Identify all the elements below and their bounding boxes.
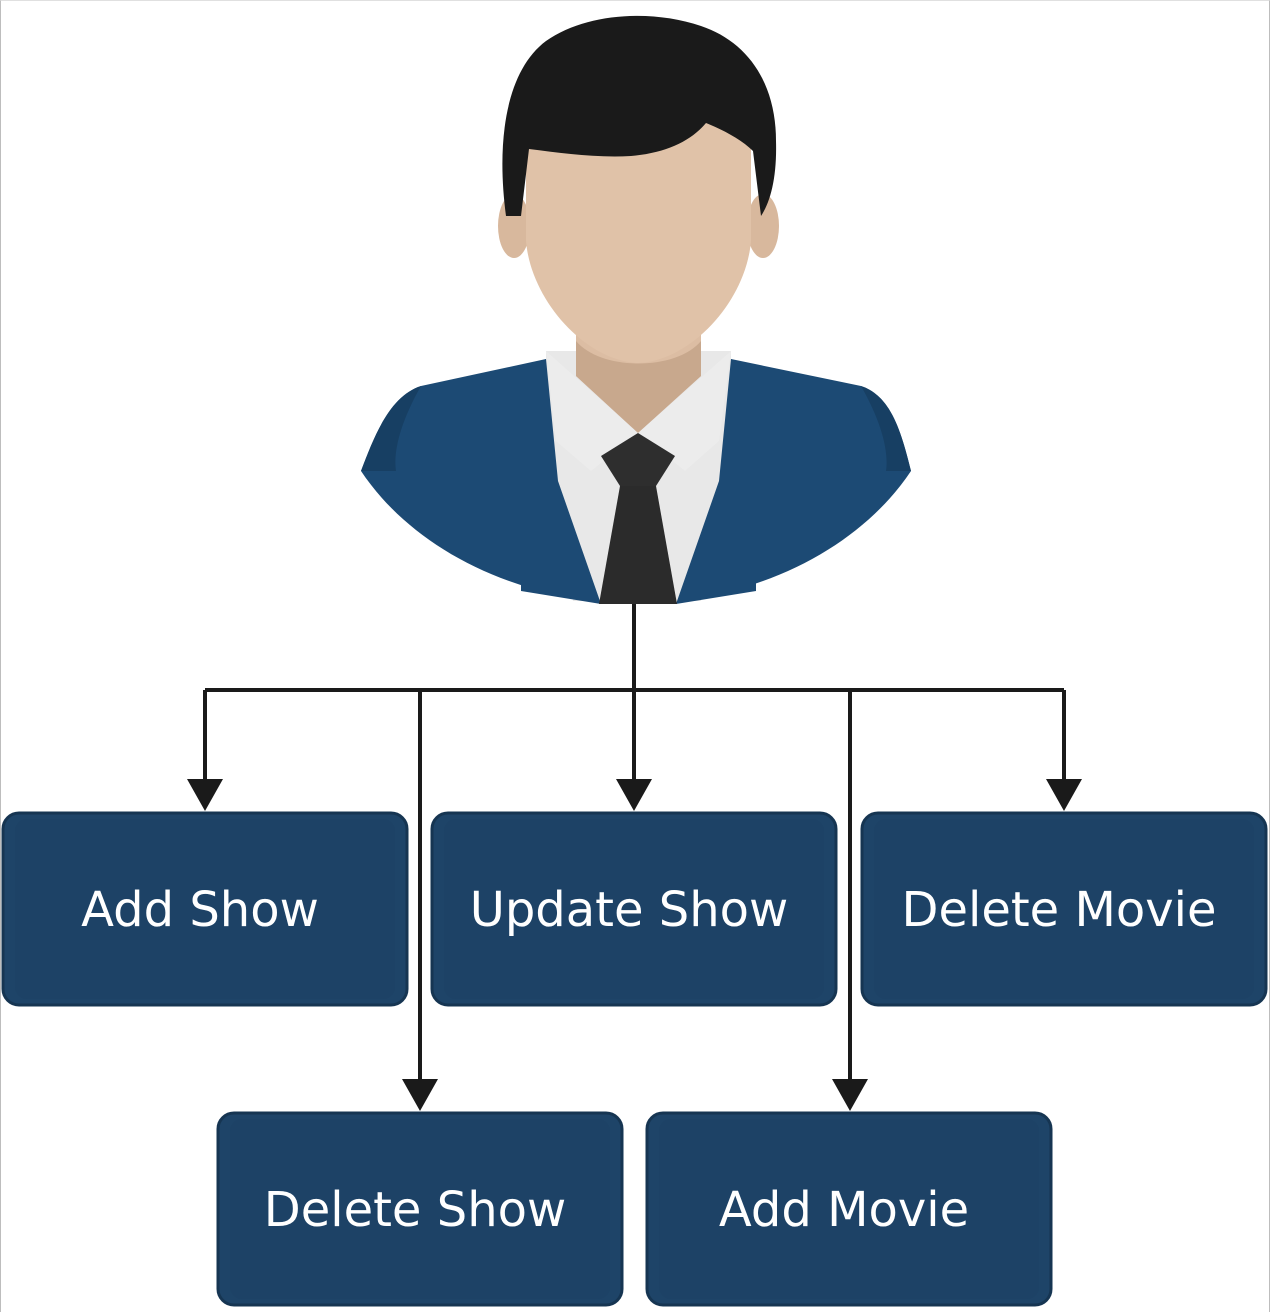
tie-blade	[599, 486, 677, 604]
action-box-add-show: Add Show	[1, 811, 409, 1007]
suit-shadow	[361, 386, 421, 471]
action-box-update-show: Update Show	[430, 811, 838, 1007]
action-label-delete-show: Delete Show	[264, 1182, 566, 1238]
action-box-add-movie: Add Movie	[645, 1111, 1053, 1307]
action-label-update-show: Update Show	[470, 882, 789, 938]
collar-left	[546, 351, 638, 471]
lapel-right	[676, 359, 756, 604]
lapel-left	[521, 359, 601, 604]
arrowhead-delete-show	[402, 1079, 438, 1111]
action-label-add-movie: Add Movie	[719, 1182, 969, 1238]
arrowhead-delete-movie	[1046, 779, 1082, 811]
arrowhead-add-movie	[832, 1079, 868, 1111]
action-label-add-show: Add Show	[81, 882, 319, 938]
ear-right	[747, 194, 779, 258]
action-label-delete-movie: Delete Movie	[901, 882, 1216, 938]
collar-right	[638, 351, 731, 471]
tie-knot	[601, 433, 675, 486]
arrowheads	[187, 779, 1082, 1111]
action-box-delete-movie: Delete Movie	[860, 811, 1268, 1007]
arrowhead-add-show	[187, 779, 223, 811]
connectors	[203, 604, 1066, 1081]
action-box-delete-show: Delete Show	[216, 1111, 624, 1307]
hair	[502, 15, 777, 216]
face	[526, 91, 751, 363]
businessman-avatar-icon	[361, 15, 911, 604]
suit-shadow-right	[861, 386, 911, 471]
arrowhead-update-show	[616, 779, 652, 811]
neck-shadow	[576, 341, 701, 433]
